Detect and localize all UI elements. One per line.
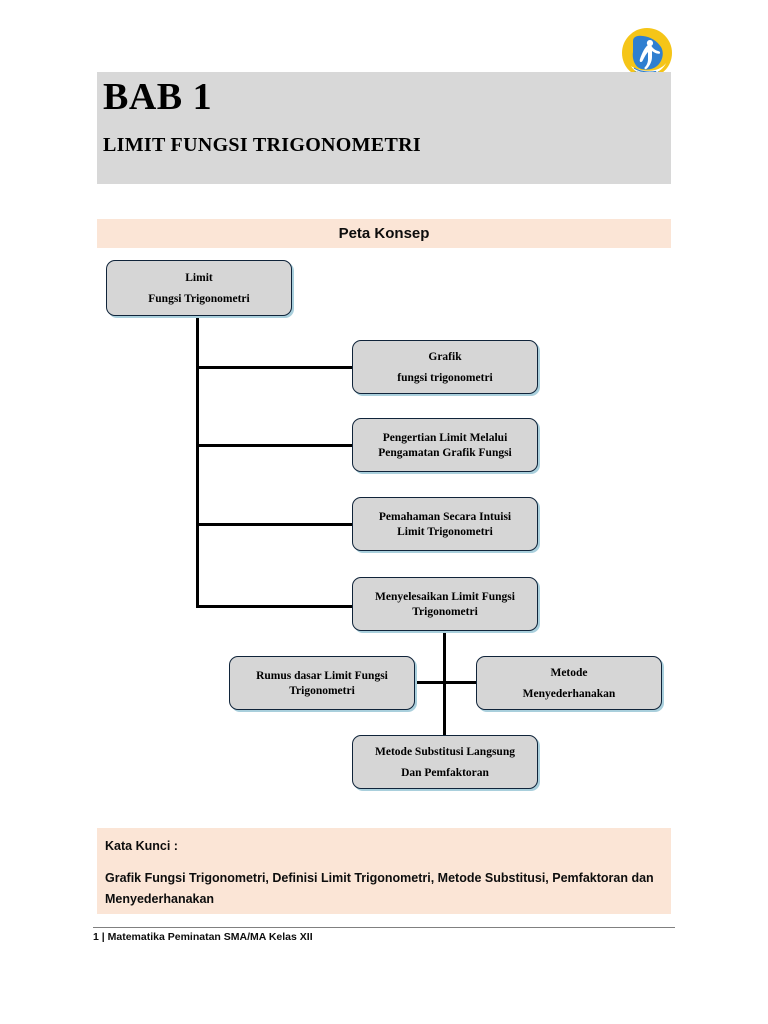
- node-branch3-line2: Limit Trigonometri: [397, 525, 493, 538]
- footer-divider: [93, 927, 675, 928]
- concept-map-title: Peta Konsep: [338, 225, 430, 242]
- node-metode-substitusi-langsung: Metode Substitusi Langsung Dan Pemfaktor…: [352, 735, 538, 789]
- node-branch4-line2: Trigonometri: [412, 605, 478, 618]
- connector-lower-right-arm: [443, 681, 478, 684]
- node-pemahaman-secara-intuisi: Pemahaman Secara Intuisi Limit Trigonome…: [352, 497, 538, 551]
- connector-branch-3: [196, 523, 354, 526]
- node-leaf-right-line1: Metode: [550, 666, 588, 679]
- node-metode-menyederhanakan: Metode Menyederhanakan: [476, 656, 662, 710]
- node-leaf-right-line2: Menyederhanakan: [522, 687, 616, 700]
- node-leaf-bottom-line1: Metode Substitusi Langsung: [375, 745, 515, 758]
- connector-root-spine: [196, 316, 199, 608]
- node-pengertian-limit-melalui-pengamatan: Pengertian Limit Melalui Pengamatan Graf…: [352, 418, 538, 472]
- footer-text: 1 | Matematika Peminatan SMA/MA Kelas XI…: [93, 931, 313, 943]
- connector-branch-2: [196, 444, 354, 447]
- chapter-number: BAB 1: [103, 76, 213, 118]
- node-root-line2: Fungsi Trigonometri: [148, 292, 250, 305]
- node-branch1-line1: Grafik: [428, 350, 462, 363]
- school-logo: SMA NEGERI 1: [619, 25, 675, 81]
- keywords-line1: Grafik Fungsi Trigonometri, Definisi Lim…: [105, 871, 628, 885]
- node-leaf-bottom-line2: Dan Pemfaktoran: [401, 766, 489, 779]
- keywords-label: Kata Kunci :: [105, 839, 178, 853]
- node-branch2-line1: Pengertian Limit Melalui: [382, 431, 508, 444]
- connector-branch-4: [196, 605, 354, 608]
- node-menyelesaikan-limit-fungsi: Menyelesaikan Limit Fungsi Trigonometri: [352, 577, 538, 631]
- keywords-box: Kata Kunci : Grafik Fungsi Trigonometri,…: [97, 828, 671, 914]
- node-branch3-line1: Pemahaman Secara Intuisi: [378, 510, 512, 523]
- node-rumus-dasar-limit-fungsi: Rumus dasar Limit Fungsi Trigonometri: [229, 656, 415, 710]
- keywords-line2: dan Menyederhanakan: [105, 871, 654, 906]
- node-leaf-left-line1: Rumus dasar Limit Fungsi: [256, 669, 388, 682]
- node-branch2-line2: Pengamatan Grafik Fungsi: [378, 446, 512, 459]
- connector-branch-1: [196, 366, 354, 369]
- chapter-header-band: BAB 1 LIMIT FUNGSI TRIGONOMETRI: [97, 72, 671, 184]
- node-branch1-line2: fungsi trigonometri: [397, 371, 493, 384]
- node-leaf-left-line2: Trigonometri: [289, 684, 355, 697]
- node-branch4-line1: Menyelesaikan Limit Fungsi: [375, 590, 515, 603]
- node-root: Limit Fungsi Trigonometri: [106, 260, 292, 316]
- connector-lower-left-arm: [413, 681, 445, 684]
- node-root-line1: Limit: [185, 271, 213, 284]
- keywords-text: Grafik Fungsi Trigonometri, Definisi Lim…: [105, 868, 663, 909]
- concept-map-band: Peta Konsep: [97, 219, 671, 248]
- node-grafik-fungsi-trigonometri: Grafik fungsi trigonometri: [352, 340, 538, 394]
- chapter-title: LIMIT FUNGSI TRIGONOMETRI: [103, 134, 421, 156]
